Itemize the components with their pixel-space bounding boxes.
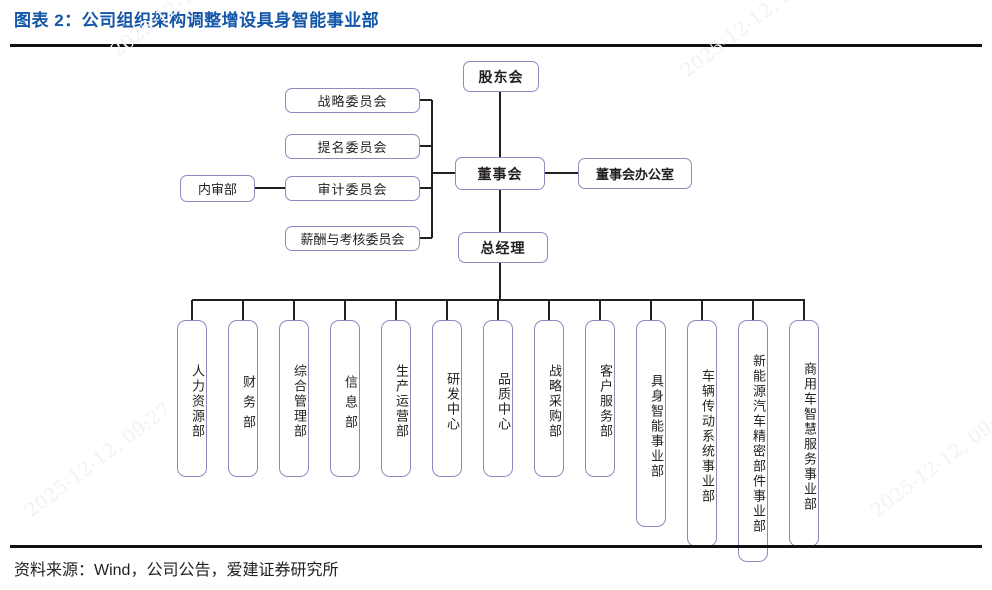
node-dept-vehicle-transmission[interactable]: 车辆传动系统事业部 bbox=[687, 320, 717, 547]
node-committee-compensation[interactable]: 薪酬与考核委员会 bbox=[285, 226, 420, 251]
page-title: 图表 2：公司组织架构调整增设具身智能事业部 bbox=[14, 11, 380, 30]
title-divider bbox=[10, 44, 982, 47]
source-note: 资料来源：Wind，公司公告，爱建证券研究所 bbox=[14, 562, 339, 579]
node-dept-production-operations[interactable]: 生产运营部 bbox=[381, 320, 411, 477]
node-dept-strategic-procurement[interactable]: 战略采购部 bbox=[534, 320, 564, 477]
node-dept-rnd-center[interactable]: 研发中心 bbox=[432, 320, 462, 477]
node-dept-general-management[interactable]: 综合管理部 bbox=[279, 320, 309, 477]
node-internal-audit[interactable]: 内审部 bbox=[180, 175, 255, 202]
node-dept-human-resources[interactable]: 人力资源部 bbox=[177, 320, 207, 477]
node-committee-strategy[interactable]: 战略委员会 bbox=[285, 88, 420, 113]
node-dept-nev-precision-components[interactable]: 新能源汽车精密部件事业部 bbox=[738, 320, 768, 562]
node-board-office[interactable]: 董事会办公室 bbox=[578, 158, 692, 189]
node-shareholders[interactable]: 股东会 bbox=[463, 61, 539, 92]
node-committee-audit[interactable]: 审计委员会 bbox=[285, 176, 420, 201]
node-dept-quality-center[interactable]: 品质中心 bbox=[483, 320, 513, 477]
footer-divider bbox=[10, 545, 982, 548]
org-chart-diagram: 股东会 董事会 董事会办公室 总经理 内审部 战略委员会 提名委员会 审计委员会… bbox=[0, 48, 992, 562]
node-general-manager[interactable]: 总经理 bbox=[458, 232, 548, 263]
node-dept-commercial-vehicle-smart-service[interactable]: 商用车智慧服务事业部 bbox=[789, 320, 819, 547]
node-committee-nomination[interactable]: 提名委员会 bbox=[285, 134, 420, 159]
node-dept-customer-service[interactable]: 客户服务部 bbox=[585, 320, 615, 477]
node-board-of-directors[interactable]: 董事会 bbox=[455, 157, 545, 190]
node-dept-information[interactable]: 信息部 bbox=[330, 320, 360, 477]
org-chart-connectors bbox=[190, 91, 806, 320]
node-dept-embodied-intelligence[interactable]: 具身智能事业部 bbox=[636, 320, 666, 527]
node-dept-finance[interactable]: 财务部 bbox=[228, 320, 258, 477]
